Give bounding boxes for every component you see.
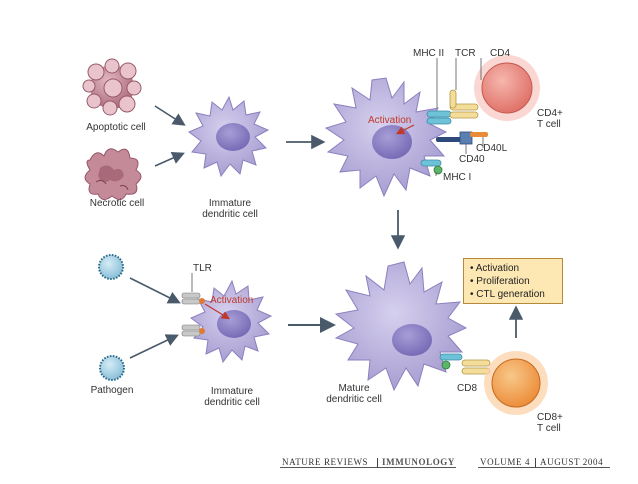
- outcome-box: • Activation • Proliferation • CTL gener…: [463, 258, 563, 304]
- cd4-receptor: [449, 89, 457, 109]
- cd4-t-label-2: T cell: [537, 119, 561, 130]
- apoptotic-cell-label: Apoptotic cell: [86, 122, 146, 133]
- tlr-receptor-2: [181, 324, 205, 337]
- footer-divider-1: [377, 458, 378, 468]
- pathogen-label: Pathogen: [90, 385, 134, 396]
- mhc-ii-label: MHC II: [413, 48, 445, 59]
- necrotic-cell-label: Necrotic cell: [89, 198, 145, 209]
- footer-date: AUGUST 2004: [540, 457, 604, 467]
- activation-arrow-bottom: [204, 303, 231, 320]
- footer-volume: VOLUME 4: [480, 457, 531, 467]
- mature-dendritic-cell: [334, 261, 468, 392]
- activated-dendritic-cell: [324, 77, 448, 198]
- mhc-i-label: MHC I: [443, 172, 472, 183]
- apoptotic-cell: [82, 58, 142, 116]
- arrow-necrotic: [154, 152, 185, 167]
- footer-rule-right: [478, 467, 610, 468]
- necrotic-cell: [84, 148, 142, 200]
- footer-journal: NATURE REVIEWS: [282, 457, 369, 467]
- arrow-pathogen-bottom: [129, 334, 179, 359]
- immature-dc-bottom-label-2: dendritic cell: [204, 397, 260, 408]
- tlr-label: TLR: [193, 263, 212, 274]
- nucleus: [392, 324, 432, 356]
- cd8-t-label-1: CD8+: [537, 412, 563, 423]
- cd40-label: CD40: [459, 154, 485, 165]
- cd8-receptor-complex: [439, 353, 491, 375]
- tlr-receptor-1: [181, 292, 205, 305]
- cd4-label: CD4: [490, 48, 511, 59]
- cd8-t-label-2: T cell: [537, 423, 561, 434]
- cd8-t-cell: [484, 351, 548, 415]
- footer-section: IMMUNOLOGY: [382, 457, 455, 467]
- cd40l-receptor: [470, 132, 488, 137]
- cd4-t-cell: [474, 55, 540, 121]
- tcr-receptor: [449, 103, 479, 119]
- cd4-t-label-1: CD4+: [537, 108, 563, 119]
- cd40l-label: CD40L: [476, 143, 508, 154]
- outcome-ctl-generation: • CTL generation: [470, 289, 545, 300]
- label-leaders-top: [435, 58, 484, 176]
- arrow-apoptotic: [154, 105, 186, 126]
- cd8-label: CD8: [457, 383, 478, 394]
- tcr-label: TCR: [455, 48, 476, 59]
- activation-label-bottom: Activation: [210, 295, 254, 306]
- immature-dc-bottom-label-1: Immature: [210, 386, 254, 397]
- activation-label-top: Activation: [368, 115, 412, 126]
- mature-dc-label-2: dendritic cell: [326, 394, 382, 405]
- footer-divider-2: [535, 458, 536, 468]
- pathogen-top: [98, 254, 124, 280]
- immature-dc-label-2: dendritic cell: [202, 209, 258, 220]
- footer-rule-left: [280, 467, 456, 468]
- arrow-pathogen-top: [129, 277, 181, 304]
- immature-dendritic-cell-bottom: [190, 279, 273, 364]
- mhc-ii-receptor: [426, 110, 452, 125]
- pathogen-bottom: [99, 355, 125, 381]
- outcome-proliferation: • Proliferation: [470, 276, 530, 287]
- nucleus: [372, 125, 412, 159]
- nucleus: [216, 123, 250, 151]
- outcome-activation: • Activation: [470, 263, 520, 274]
- immature-dendritic-cell-top: [188, 95, 270, 178]
- mature-dc-label-1: Mature: [338, 383, 370, 394]
- immature-dc-label-1: Immature: [208, 198, 252, 209]
- activation-arrow-top: [395, 124, 415, 135]
